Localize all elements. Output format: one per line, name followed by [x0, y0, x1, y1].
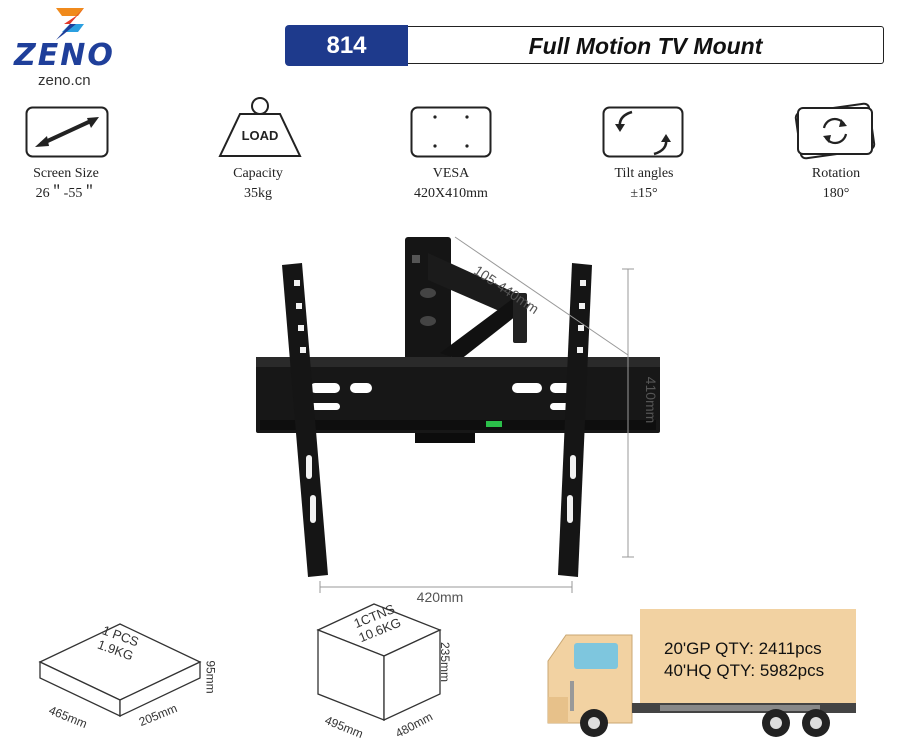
screen-size-icon: [25, 106, 109, 163]
spec-vesa: VESA 420X410mm: [371, 164, 531, 204]
brand-logo: ZENO zeno.cn: [0, 0, 140, 95]
carton-height: 235mm: [438, 641, 453, 683]
spec-value: 420X410mm: [414, 186, 488, 201]
spec-screen-size: Screen Size 26＂-55＂: [0, 164, 146, 204]
logo-domain: zeno.cn: [38, 72, 91, 89]
spec-value: 35kg: [244, 186, 272, 201]
container-qty-40hq: 40'HQ QTY: 5982pcs: [664, 661, 825, 680]
carton-box: [316, 603, 442, 722]
container-qty-20gp: 20'GP QTY: 2411pcs: [664, 639, 822, 658]
model-number: 814: [285, 25, 408, 66]
product-title: Full Motion TV Mount: [408, 26, 884, 64]
shipping-truck-image: [547, 609, 856, 737]
tilt-arrows-icon: [602, 106, 686, 165]
tv-mount-product-image: [256, 236, 660, 593]
spec-value: 26＂-55＂: [35, 186, 97, 201]
spec-value: ±15°: [630, 186, 658, 201]
dimension-width: 420mm: [416, 589, 464, 605]
spec-rotation: Rotation 180°: [756, 164, 900, 204]
vesa-dots-icon: [410, 106, 492, 163]
logo-mark-icon: [56, 8, 84, 40]
load-weight-icon: LOAD: [218, 96, 302, 163]
spec-label: VESA: [432, 166, 470, 181]
logo-wordmark: ZENO: [14, 38, 115, 73]
spec-label: Capacity: [233, 166, 283, 181]
spec-capacity: Capacity 35kg: [178, 164, 338, 204]
spec-label: Rotation: [811, 166, 861, 181]
load-icon-text: LOAD: [241, 128, 279, 143]
spec-tilt: Tilt angles ±15°: [564, 164, 724, 204]
single-height: 95mm: [203, 660, 218, 694]
rotation-icon: [792, 100, 878, 167]
spec-label: Screen Size: [33, 166, 99, 181]
spec-label: Tilt angles: [614, 166, 674, 181]
single-package-box: [38, 623, 202, 718]
dimension-height: 410mm: [643, 376, 659, 424]
spec-value: 180°: [822, 186, 850, 201]
